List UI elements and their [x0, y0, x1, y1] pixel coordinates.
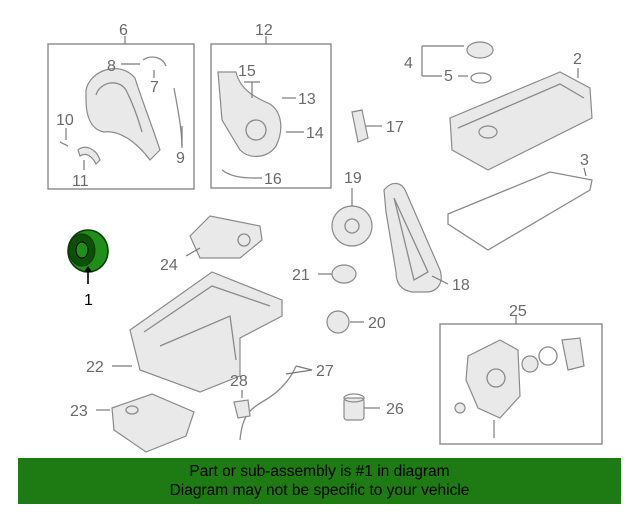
- callout-13: 13: [298, 91, 316, 108]
- callout-3: 3: [580, 152, 589, 169]
- inner-cover-group: 12 15 13 14 16: [210, 22, 332, 189]
- callout-22: 22: [86, 359, 104, 376]
- callout-23: 23: [70, 403, 88, 420]
- footer-line-1: Part or sub-assembly is #1 in diagram: [189, 463, 450, 480]
- callout-21: 21: [292, 267, 310, 284]
- callout-2: 2: [573, 51, 582, 68]
- bracket-17: 17: [351, 109, 404, 143]
- callout-9: 9: [176, 150, 185, 167]
- baffle-24: 24: [160, 215, 263, 274]
- oil-pan-22: 22: [86, 271, 283, 393]
- lower-pan-23: 23: [70, 393, 195, 453]
- callout-12: 12: [255, 22, 273, 39]
- callout-1: 1: [84, 292, 93, 309]
- callout-7: 7: [150, 79, 159, 96]
- callout-20: 20: [368, 315, 386, 332]
- callout-28: 28: [230, 373, 248, 390]
- callout-4: 4: [404, 55, 413, 72]
- callout-8: 8: [107, 58, 116, 75]
- valve-cover-group: 4 5 2 3: [404, 41, 593, 251]
- callout-16: 16: [264, 171, 282, 188]
- callout-11: 11: [72, 173, 89, 190]
- callout-14: 14: [306, 125, 324, 142]
- callout-19: 19: [344, 170, 362, 187]
- callout-26: 26: [386, 401, 404, 418]
- callout-18: 18: [452, 277, 470, 294]
- timing-belt-group: 19 18 21 20: [292, 170, 470, 334]
- callout-10: 10: [56, 112, 74, 129]
- callout-24: 24: [160, 257, 178, 274]
- callout-27: 27: [316, 363, 334, 380]
- callout-15: 15: [238, 63, 256, 80]
- oil-filter-26: 26: [343, 393, 404, 421]
- footer-banner: Part or sub-assembly is #1 in diagram Di…: [18, 458, 621, 504]
- footer-line-2: Diagram may not be specific to your vehi…: [169, 482, 470, 499]
- dipstick-group: 28 27: [230, 363, 334, 441]
- timing-cover-group: 6 8 7 9 10 11: [47, 22, 195, 190]
- crankshaft-pulley-part-1: 1: [67, 229, 109, 309]
- callout-25: 25: [509, 303, 527, 320]
- callout-6: 6: [119, 22, 128, 39]
- callout-5: 5: [444, 68, 453, 85]
- oil-pump-group-25: 25: [439, 303, 603, 445]
- callout-17: 17: [386, 119, 404, 136]
